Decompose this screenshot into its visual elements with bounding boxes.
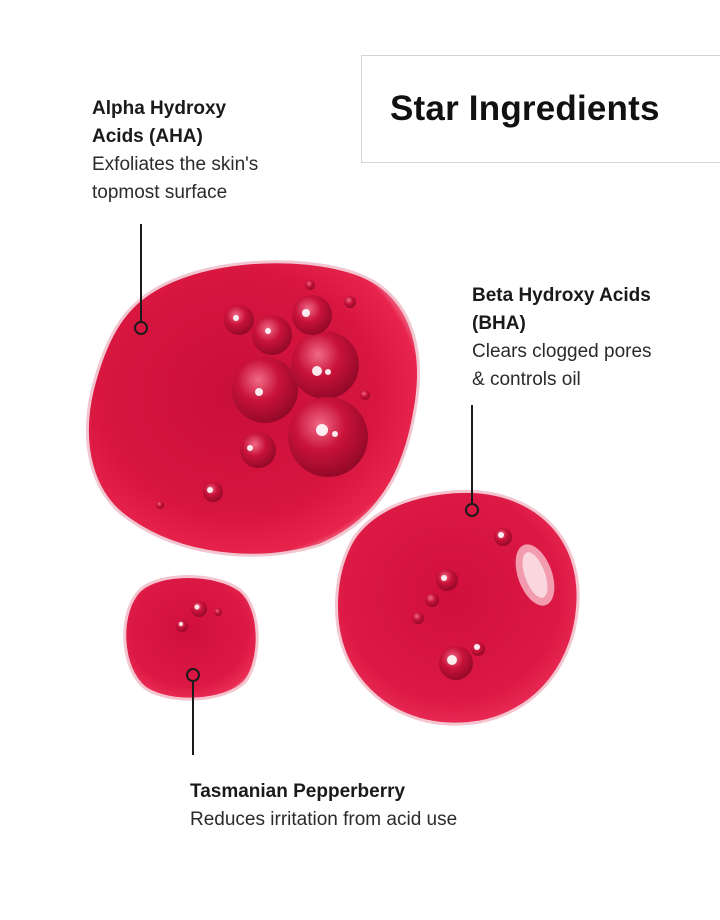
bubble	[344, 296, 356, 308]
medium-droplet	[335, 489, 580, 726]
bubble	[176, 620, 188, 632]
bubble	[412, 612, 424, 624]
pepperberry-desc: Reduces irritation from acid use	[190, 809, 458, 830]
bubble	[305, 280, 315, 290]
aha-label: Alpha Hydroxy Acids (AHA) Exfoliates the…	[92, 95, 258, 207]
bubble	[360, 390, 370, 400]
aha-pointer-line	[140, 224, 142, 322]
aha-desc-line1: Exfoliates the skin's	[92, 154, 259, 175]
large-droplet	[85, 260, 420, 557]
aha-desc-line2: topmost surface	[92, 182, 228, 203]
bubble	[292, 295, 332, 335]
aha-pointer-dot	[134, 321, 148, 335]
pepperberry-pointer-line	[192, 681, 194, 755]
bha-label: Beta Hydroxy Acids (BHA) Clears clogged …	[472, 282, 652, 394]
bubble	[436, 569, 458, 591]
bubble	[203, 482, 223, 502]
bubble	[214, 608, 222, 616]
small-droplet	[123, 575, 259, 701]
bha-pointer-line	[471, 405, 473, 504]
bha-pointer-dot	[465, 503, 479, 517]
bubble	[191, 601, 207, 617]
title-box: Star Ingredients	[361, 55, 720, 163]
pepperberry-pointer-dot	[186, 668, 200, 682]
bubble	[291, 331, 359, 399]
bubble	[232, 357, 298, 423]
bubble	[425, 593, 439, 607]
bubble	[224, 305, 254, 335]
bha-desc-line1: Clears clogged pores	[472, 341, 652, 362]
bubble	[240, 432, 276, 468]
aha-name-line2: Acids (AHA)	[92, 126, 203, 147]
aha-name-line1: Alpha Hydroxy	[92, 98, 227, 119]
pepperberry-label: Tasmanian Pepperberry Reduces irritation…	[190, 778, 457, 834]
bubble	[288, 397, 368, 477]
page-title: Star Ingredients	[390, 89, 660, 128]
bha-name-line2: (BHA)	[472, 313, 526, 334]
bubble	[156, 501, 164, 509]
bubble	[252, 315, 292, 355]
pepperberry-name: Tasmanian Pepperberry	[190, 781, 406, 802]
bha-desc-line2: & controls oil	[472, 369, 581, 390]
bha-name-line1: Beta Hydroxy Acids	[472, 285, 651, 306]
